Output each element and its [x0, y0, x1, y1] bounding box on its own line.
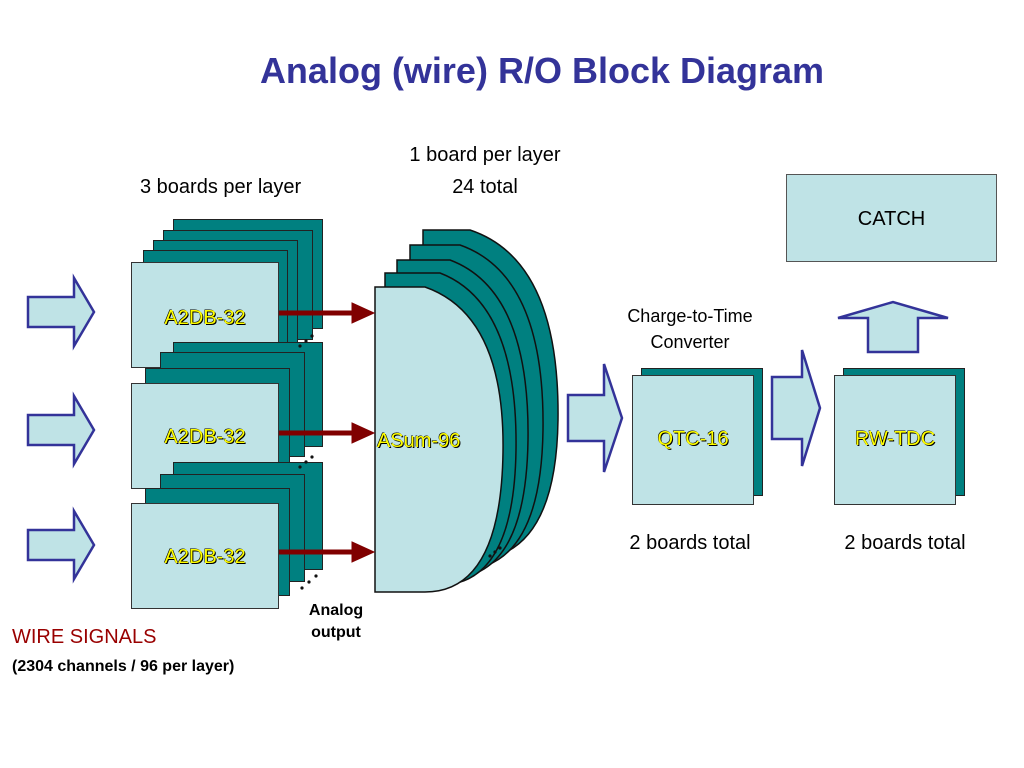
tdc-label: RW-TDC [854, 428, 936, 450]
qtc-to-tdc-arrow [770, 349, 822, 467]
asum-label: ASum-96 [377, 430, 461, 452]
catch-label: CATCH [857, 208, 926, 230]
qtc-total-label: 2 boards total [629, 532, 751, 554]
signal-arrow-1 [351, 302, 376, 324]
tdc-board: RW-TDC [834, 375, 956, 505]
input-arrow-3 [26, 506, 96, 584]
asum-to-qtc-arrow [566, 363, 624, 473]
catch-board: CATCH [786, 174, 997, 262]
qtc-label: QTC-16 [657, 428, 729, 450]
signal-arrow-3 [351, 541, 376, 563]
tdc-to-catch-arrow [837, 300, 949, 354]
page-title: Analog (wire) R/O Block Diagram [259, 50, 825, 91]
signal-arrow-2 [351, 422, 376, 444]
wire-signals-label: WIRE SIGNALS [12, 626, 157, 648]
channels-label: (2304 channels / 96 per layer) [12, 658, 235, 675]
a2db-board-1-label: A2DB-32 [164, 307, 246, 329]
a2db-board-3: A2DB-32 [131, 503, 279, 609]
qtc-desc-line1: Charge-to-Time [627, 306, 753, 326]
asum-board [374, 286, 504, 593]
analog-output-label-line1: Analog [308, 602, 364, 619]
analog-output-label-line2: output [311, 624, 361, 641]
asum-count-label-line1: 1 board per layer [409, 144, 561, 166]
input-arrow-2 [26, 391, 96, 469]
asum-count-label-line2: 24 total [452, 176, 518, 198]
qtc-desc-line2: Converter [650, 332, 730, 352]
tdc-total-label: 2 boards total [844, 532, 966, 554]
a2db-count-label: 3 boards per layer [140, 176, 302, 198]
qtc-board: QTC-16 [632, 375, 754, 505]
a2db-board-3-label: A2DB-32 [164, 546, 246, 568]
a2db-board-2-label: A2DB-32 [164, 426, 246, 448]
input-arrow-1 [26, 273, 96, 351]
